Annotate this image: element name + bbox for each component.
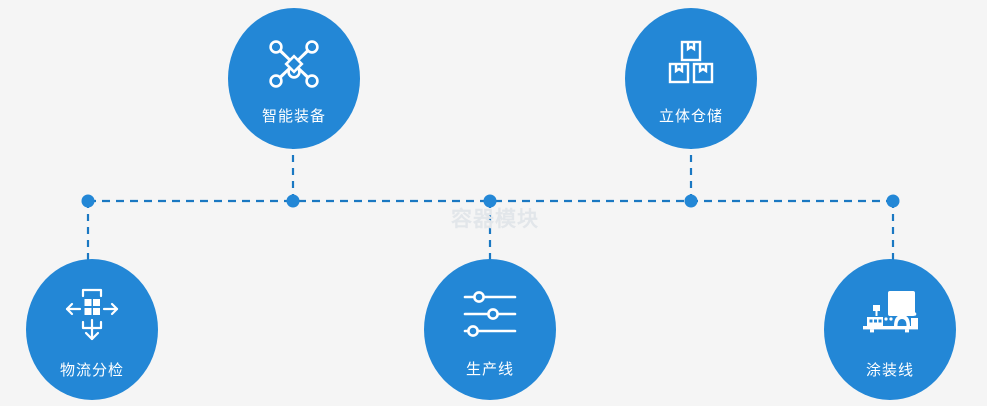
junction-dot-smart-equipment[interactable] <box>286 194 300 208</box>
paint-machine-icon <box>861 289 919 339</box>
node-stereo-warehouse[interactable]: 立体仓储 <box>625 8 757 149</box>
sorting-arrows-grid-icon <box>63 287 121 343</box>
sliders-icon <box>462 290 518 338</box>
network-nodes-icon <box>267 38 321 90</box>
node-production-line[interactable]: 生产线 <box>424 259 556 400</box>
watermark-text: 容器模块 <box>451 208 539 231</box>
junction-dot-coating-line[interactable] <box>886 194 900 208</box>
node-label-stereo-warehouse: 立体仓储 <box>658 107 723 125</box>
stacked-boxes-icon <box>666 38 716 88</box>
node-smart-equipment[interactable]: 智能装备 <box>228 8 360 149</box>
junction-dot-logistics-sorting[interactable] <box>81 194 95 208</box>
junction-dot-stereo-warehouse[interactable] <box>684 194 698 208</box>
node-coating-line[interactable]: 涂装线 <box>824 259 956 400</box>
node-label-coating-line: 涂装线 <box>865 362 914 379</box>
node-label-logistics-sorting: 物流分检 <box>59 362 124 379</box>
node-label-production-line: 生产线 <box>465 361 514 378</box>
node-logistics-sorting[interactable]: 物流分检 <box>26 259 158 400</box>
node-label-smart-equipment: 智能装备 <box>261 107 326 125</box>
